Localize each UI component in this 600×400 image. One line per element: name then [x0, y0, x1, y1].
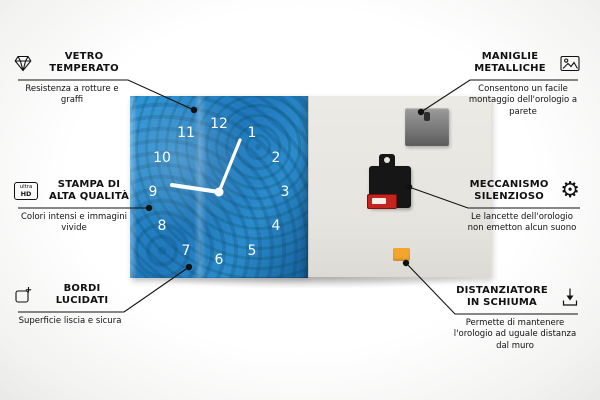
mechanism-hanging-hook: [379, 154, 395, 167]
battery-label: [372, 198, 386, 204]
clock-number: 8: [157, 218, 167, 234]
callout-title: DISTANZIATORE IN SCHIUMA: [456, 284, 548, 309]
clock-number: 6: [214, 252, 224, 268]
callout-bordi-lucidati: BORDI LUCIDATI Superficie liscia e sicur…: [14, 280, 126, 327]
callout-vetro-temperato: VETRO TEMPERATO Resistenza a rotture e g…: [14, 48, 130, 107]
callout-title: STAMPA DI ALTA QUALITÀ: [48, 178, 130, 203]
callout-title: VETRO TEMPERATO: [49, 50, 119, 75]
ultra-hd-text: HD: [20, 189, 32, 198]
callout-meccanismo-silenzioso: MECCANISMO SILENZIOSO ⚙ Le lancette dell…: [464, 176, 580, 235]
metal-hanger-plate: [405, 108, 449, 146]
clock-number: 9: [148, 184, 158, 200]
callout-subtitle: Colori intensi e immagini vivide: [20, 212, 127, 234]
picture-frame-icon: [560, 55, 580, 72]
gear-icon: ⚙: [560, 178, 580, 203]
callout-maniglie-metalliche: MANIGLIE METALLICHE Consentono un facile…: [466, 48, 580, 118]
callout-subtitle: Consentono un facile montaggio dell'orol…: [468, 84, 578, 117]
clock-hands: [170, 138, 242, 197]
callout-subtitle: Superficie liscia e sicura: [18, 316, 122, 326]
hanger-slot: [424, 112, 430, 121]
clock-number: 7: [181, 243, 191, 259]
hook-hole: [384, 157, 390, 163]
clock-number: 2: [271, 150, 281, 166]
callout-subtitle: Permette di mantenere l'orologio ad ugua…: [453, 318, 577, 351]
ultra-hd-text: ultra: [19, 184, 33, 190]
callout-title: BORDI LUCIDATI: [55, 282, 109, 307]
polished-edge-icon: [14, 286, 32, 304]
spacer-arrow-icon: [560, 287, 580, 307]
diamond-icon: [14, 55, 32, 72]
callout-stampa-alta-qualita: ultra HD STAMPA DI ALTA QUALITÀ Colori i…: [14, 176, 134, 235]
clock-front-face: 1 2 3 4 5 6 7 8 9 10 11 12: [130, 96, 308, 278]
foam-spacer: [393, 248, 410, 261]
clock-number: 1: [247, 125, 257, 141]
clock-number: 12: [210, 116, 228, 132]
callout-title: MANIGLIE METALLICHE: [474, 50, 546, 75]
battery: [367, 194, 397, 209]
clock-number: 10: [153, 150, 171, 166]
clock-number: 5: [247, 243, 257, 259]
clock-number: 3: [280, 184, 290, 200]
product-shadow: [140, 277, 484, 289]
clock-number: 11: [177, 125, 195, 141]
callout-subtitle: Le lancette dell'orologio non emetton al…: [467, 212, 577, 234]
ultra-hd-icon: ultra HD: [14, 182, 38, 200]
callout-distanziatore-schiuma: DISTANZIATORE IN SCHIUMA Permette di man…: [450, 282, 580, 352]
clock-number: 4: [271, 218, 281, 234]
callout-title: MECCANISMO SILENZIOSO: [469, 178, 549, 203]
callout-subtitle: Resistenza a rotture e graffi: [25, 84, 119, 106]
